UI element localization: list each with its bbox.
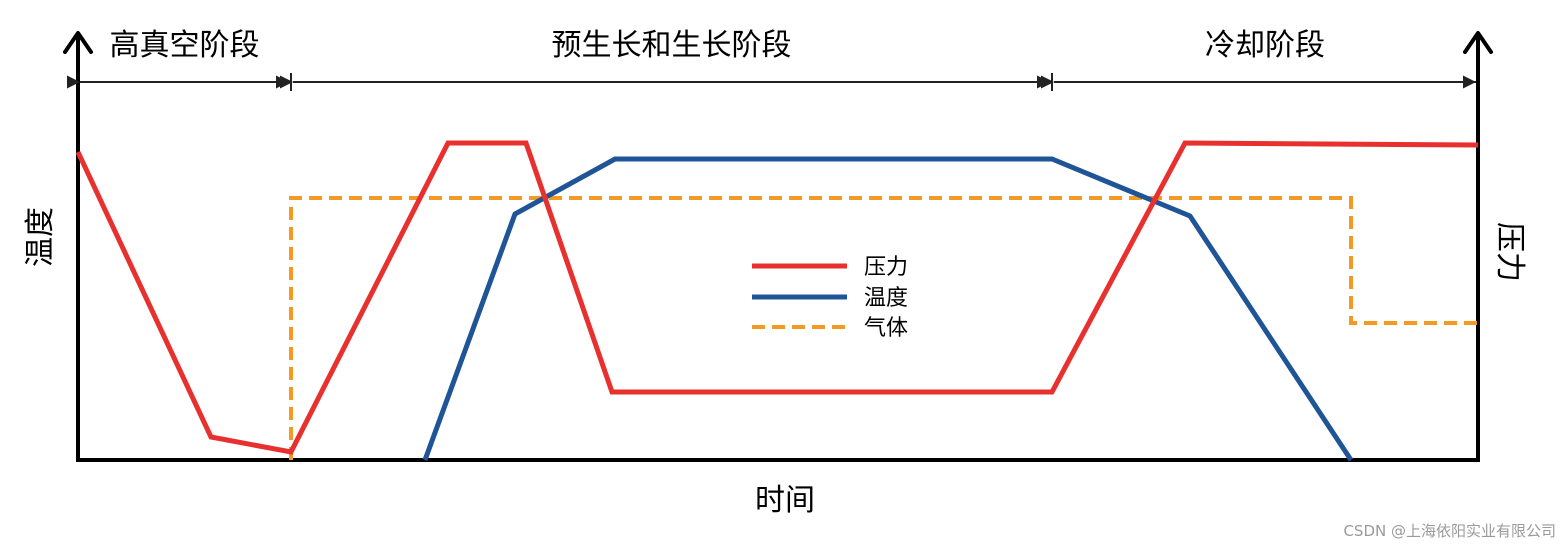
- stage-3: 冷却阶段: [1041, 28, 1476, 89]
- y-axis-right-arrowhead: [1463, 31, 1493, 54]
- legend-label: 气体: [864, 316, 908, 341]
- legend-item: 气体: [752, 316, 908, 341]
- series-压力: [75, 140, 1479, 455]
- series-layer: [75, 140, 1479, 462]
- y-axis-label-left: 温度: [23, 207, 58, 267]
- series-温度: [422, 156, 1354, 462]
- axes: [63, 31, 1493, 462]
- legend-label: 温度: [864, 286, 908, 311]
- legend-item: 温度: [752, 286, 908, 311]
- y-axis-label-right: 压力: [1492, 222, 1527, 282]
- stage-label: 高真空阶段: [110, 28, 260, 63]
- y-axis-left-arrowhead: [63, 31, 93, 54]
- x-axis-label: 时间: [755, 483, 815, 518]
- legend-item: 压力: [752, 255, 908, 280]
- series-气体: [289, 196, 1478, 460]
- stage-label: 冷却阶段: [1205, 28, 1325, 63]
- stage-label: 预生长和生长阶段: [552, 28, 792, 63]
- stage-annotations: 高真空阶段 预生长和生长阶段 冷却阶段: [67, 28, 1476, 91]
- stage-2: 预生长和生长阶段: [280, 28, 1050, 89]
- legend-label: 压力: [864, 255, 908, 280]
- stage-1: 高真空阶段: [67, 28, 289, 89]
- watermark: CSDN @上海依阳实业有限公司: [1343, 522, 1556, 540]
